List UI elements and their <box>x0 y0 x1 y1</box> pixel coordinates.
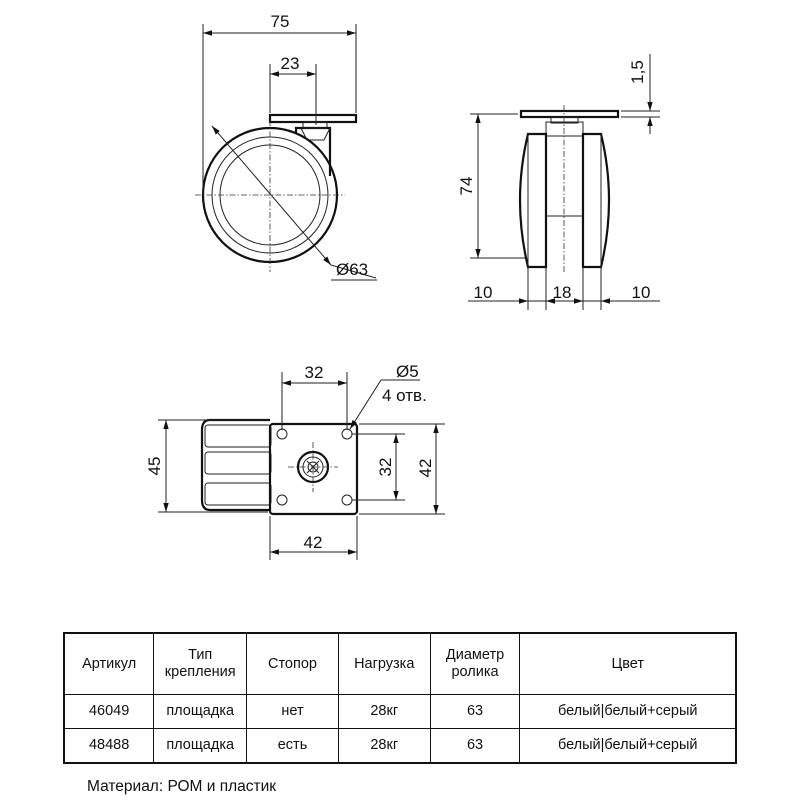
dim-plate-offset: 23 <box>281 54 300 73</box>
table-row: 46049 площадка нет 28кг 63 белый|белый+с… <box>63 694 737 729</box>
dim-hole-count: 4 отв. <box>382 386 427 405</box>
hole-top-left <box>276 428 288 440</box>
top-plate <box>268 113 358 124</box>
hole-top-right <box>341 428 353 440</box>
dim-hole-spacing-x: 32 <box>305 363 324 382</box>
dim-wheel-width-left: 10 <box>474 283 493 302</box>
side-view: 75 23 Ø63 <box>195 12 377 281</box>
mounting-plate <box>268 422 359 516</box>
dim-plate-width: 42 <box>304 533 323 552</box>
front-wheel-left <box>518 132 548 269</box>
table-row: 48488 площадка есть 28кг 63 белый|белый+… <box>63 728 737 764</box>
cell-load: 28кг <box>337 728 431 764</box>
cell-mount-type: площадка <box>153 728 248 764</box>
cell-color: белый|белый+серый <box>519 728 737 764</box>
dim-wheel-diameter: Ø63 <box>336 260 368 279</box>
technical-drawing: 75 23 Ø63 74 1,5 <box>145 12 660 560</box>
cell-load: 28кг <box>337 694 431 729</box>
dim-gap-width: 18 <box>553 283 572 302</box>
header-article: Артикул <box>63 632 155 695</box>
top-view: 32 Ø5 4 отв. 45 32 42 42 <box>145 362 445 560</box>
dim-overall-height: 74 <box>457 177 476 196</box>
cell-wheel-diameter: 63 <box>429 694 521 729</box>
front-view: 74 1,5 10 18 10 <box>457 54 660 310</box>
front-top-plate <box>519 109 620 119</box>
hole-bottom-left <box>276 494 288 506</box>
material-note: Материал: РОМ и пластик <box>87 778 277 795</box>
cell-brake: нет <box>246 694 339 729</box>
hole-bottom-right <box>341 494 353 506</box>
cell-color: белый|белый+серый <box>519 694 737 729</box>
dim-overall-width: 75 <box>271 12 290 31</box>
cell-article: 48488 <box>63 728 155 764</box>
top-wheels <box>200 418 270 512</box>
front-wheel-right <box>581 132 611 269</box>
dim-plate-height: 42 <box>416 459 435 478</box>
header-brake: Стопор <box>246 632 339 695</box>
cell-brake: есть <box>246 728 339 764</box>
cell-mount-type: площадка <box>153 694 248 729</box>
dim-plate-thickness: 1,5 <box>628 60 647 84</box>
cell-article: 46049 <box>63 694 155 729</box>
header-load: Нагрузка <box>337 632 431 695</box>
dim-hole-spacing-y: 32 <box>376 458 395 477</box>
dim-wheel-width-right: 10 <box>632 283 651 302</box>
dim-hole-diameter: Ø5 <box>396 362 419 381</box>
dim-total-depth: 45 <box>145 457 164 476</box>
cell-wheel-diameter: 63 <box>429 728 521 764</box>
header-color: Цвет <box>519 632 737 695</box>
